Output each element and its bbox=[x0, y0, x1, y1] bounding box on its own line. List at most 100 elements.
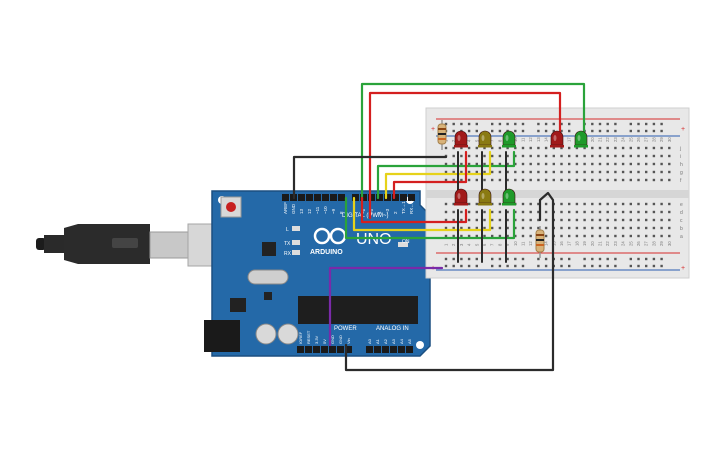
breadboard-hole[interactable] bbox=[637, 210, 640, 214]
rail-hole[interactable] bbox=[568, 122, 571, 126]
rail-hole[interactable] bbox=[614, 122, 617, 126]
breadboard-hole[interactable] bbox=[544, 218, 548, 222]
rail-hole[interactable] bbox=[629, 257, 632, 261]
breadboard-hole[interactable] bbox=[467, 218, 471, 222]
breadboard-hole[interactable] bbox=[621, 154, 625, 158]
breadboard-hole[interactable] bbox=[521, 210, 525, 214]
rail-hole[interactable] bbox=[583, 257, 586, 261]
header-pin[interactable] bbox=[282, 194, 289, 201]
header-pin[interactable] bbox=[360, 194, 367, 201]
breadboard-hole[interactable] bbox=[575, 234, 579, 238]
rail-hole[interactable] bbox=[475, 129, 478, 133]
rail-hole[interactable] bbox=[491, 257, 494, 261]
breadboard-hole[interactable] bbox=[560, 154, 563, 158]
rail-hole[interactable] bbox=[660, 257, 663, 261]
breadboard-hole[interactable] bbox=[537, 154, 540, 158]
rail-hole[interactable] bbox=[514, 257, 517, 261]
rail-hole[interactable] bbox=[452, 257, 455, 261]
breadboard-hole[interactable] bbox=[606, 146, 609, 150]
breadboard-hole[interactable] bbox=[529, 154, 532, 158]
header-pin[interactable] bbox=[384, 194, 391, 201]
breadboard-hole[interactable] bbox=[591, 234, 594, 238]
breadboard-hole[interactable] bbox=[444, 162, 448, 166]
breadboard-hole[interactable] bbox=[552, 162, 555, 166]
breadboard-hole[interactable] bbox=[552, 146, 555, 150]
breadboard-hole[interactable] bbox=[514, 162, 517, 166]
rail-hole[interactable] bbox=[606, 257, 609, 261]
breadboard-hole[interactable] bbox=[660, 210, 663, 214]
breadboard-hole[interactable] bbox=[560, 162, 563, 166]
rail-hole[interactable] bbox=[606, 129, 609, 133]
breadboard-hole[interactable] bbox=[645, 162, 648, 166]
breadboard-hole[interactable] bbox=[668, 170, 671, 174]
breadboard-hole[interactable] bbox=[645, 202, 648, 206]
rail-hole[interactable] bbox=[652, 257, 656, 261]
breadboard-hole[interactable] bbox=[452, 210, 455, 214]
breadboard-hole[interactable] bbox=[506, 170, 509, 174]
breadboard-hole[interactable] bbox=[491, 170, 494, 174]
breadboard-hole[interactable] bbox=[444, 170, 448, 174]
breadboard-hole[interactable] bbox=[637, 218, 640, 222]
breadboard-hole[interactable] bbox=[652, 146, 656, 150]
breadboard-hole[interactable] bbox=[521, 234, 525, 238]
breadboard-hole[interactable] bbox=[452, 234, 455, 238]
breadboard-hole[interactable] bbox=[475, 162, 478, 166]
breadboard-hole[interactable] bbox=[575, 226, 579, 230]
breadboard-hole[interactable] bbox=[668, 202, 671, 206]
breadboard-hole[interactable] bbox=[498, 218, 502, 222]
breadboard-hole[interactable] bbox=[483, 226, 486, 230]
resistor[interactable] bbox=[437, 120, 447, 150]
rail-hole[interactable] bbox=[521, 122, 525, 126]
breadboard-hole[interactable] bbox=[568, 146, 571, 150]
header-pin[interactable] bbox=[345, 346, 352, 353]
rail-hole[interactable] bbox=[506, 264, 509, 268]
breadboard-hole[interactable] bbox=[467, 178, 471, 182]
breadboard-hole[interactable] bbox=[591, 178, 594, 182]
rail-hole[interactable] bbox=[614, 257, 617, 261]
rail-hole[interactable] bbox=[614, 264, 617, 268]
breadboard-hole[interactable] bbox=[668, 178, 671, 182]
header-pin[interactable] bbox=[352, 194, 359, 201]
header-pin[interactable] bbox=[376, 194, 383, 201]
breadboard-hole[interactable] bbox=[629, 178, 632, 182]
breadboard-hole[interactable] bbox=[537, 210, 540, 214]
resistor[interactable] bbox=[535, 226, 545, 258]
rail-hole[interactable] bbox=[591, 257, 594, 261]
breadboard-hole[interactable] bbox=[668, 146, 671, 150]
breadboard-hole[interactable] bbox=[544, 162, 548, 166]
breadboard-hole[interactable] bbox=[598, 170, 602, 174]
breadboard-hole[interactable] bbox=[645, 218, 648, 222]
rail-hole[interactable] bbox=[475, 122, 478, 126]
breadboard-hole[interactable] bbox=[614, 178, 617, 182]
breadboard-hole[interactable] bbox=[598, 202, 602, 206]
breadboard-hole[interactable] bbox=[483, 154, 486, 158]
breadboard-hole[interactable] bbox=[660, 178, 663, 182]
breadboard-hole[interactable] bbox=[621, 170, 625, 174]
breadboard-hole[interactable] bbox=[498, 210, 502, 214]
breadboard-hole[interactable] bbox=[460, 162, 463, 166]
header-pin[interactable] bbox=[305, 346, 312, 353]
breadboard-hole[interactable] bbox=[629, 210, 632, 214]
breadboard-hole[interactable] bbox=[660, 170, 663, 174]
breadboard-hole[interactable] bbox=[637, 146, 640, 150]
breadboard-hole[interactable] bbox=[444, 234, 448, 238]
breadboard-hole[interactable] bbox=[606, 178, 609, 182]
breadboard-hole[interactable] bbox=[460, 154, 463, 158]
breadboard-hole[interactable] bbox=[444, 218, 448, 222]
breadboard-hole[interactable] bbox=[529, 218, 532, 222]
breadboard-hole[interactable] bbox=[460, 210, 463, 214]
breadboard-hole[interactable] bbox=[506, 154, 509, 158]
leds[interactable] bbox=[454, 130, 588, 206]
header-pin[interactable] bbox=[400, 194, 407, 201]
rail-hole[interactable] bbox=[591, 264, 594, 268]
breadboard-hole[interactable] bbox=[491, 226, 494, 230]
breadboard-hole[interactable] bbox=[491, 154, 494, 158]
breadboard-hole[interactable] bbox=[591, 170, 594, 174]
breadboard-hole[interactable] bbox=[506, 210, 509, 214]
rail-hole[interactable] bbox=[452, 264, 455, 268]
led-red[interactable] bbox=[454, 188, 468, 206]
rail-hole[interactable] bbox=[645, 129, 648, 133]
rail-hole[interactable] bbox=[514, 129, 517, 133]
breadboard-hole[interactable] bbox=[575, 170, 579, 174]
breadboard-hole[interactable] bbox=[475, 210, 478, 214]
